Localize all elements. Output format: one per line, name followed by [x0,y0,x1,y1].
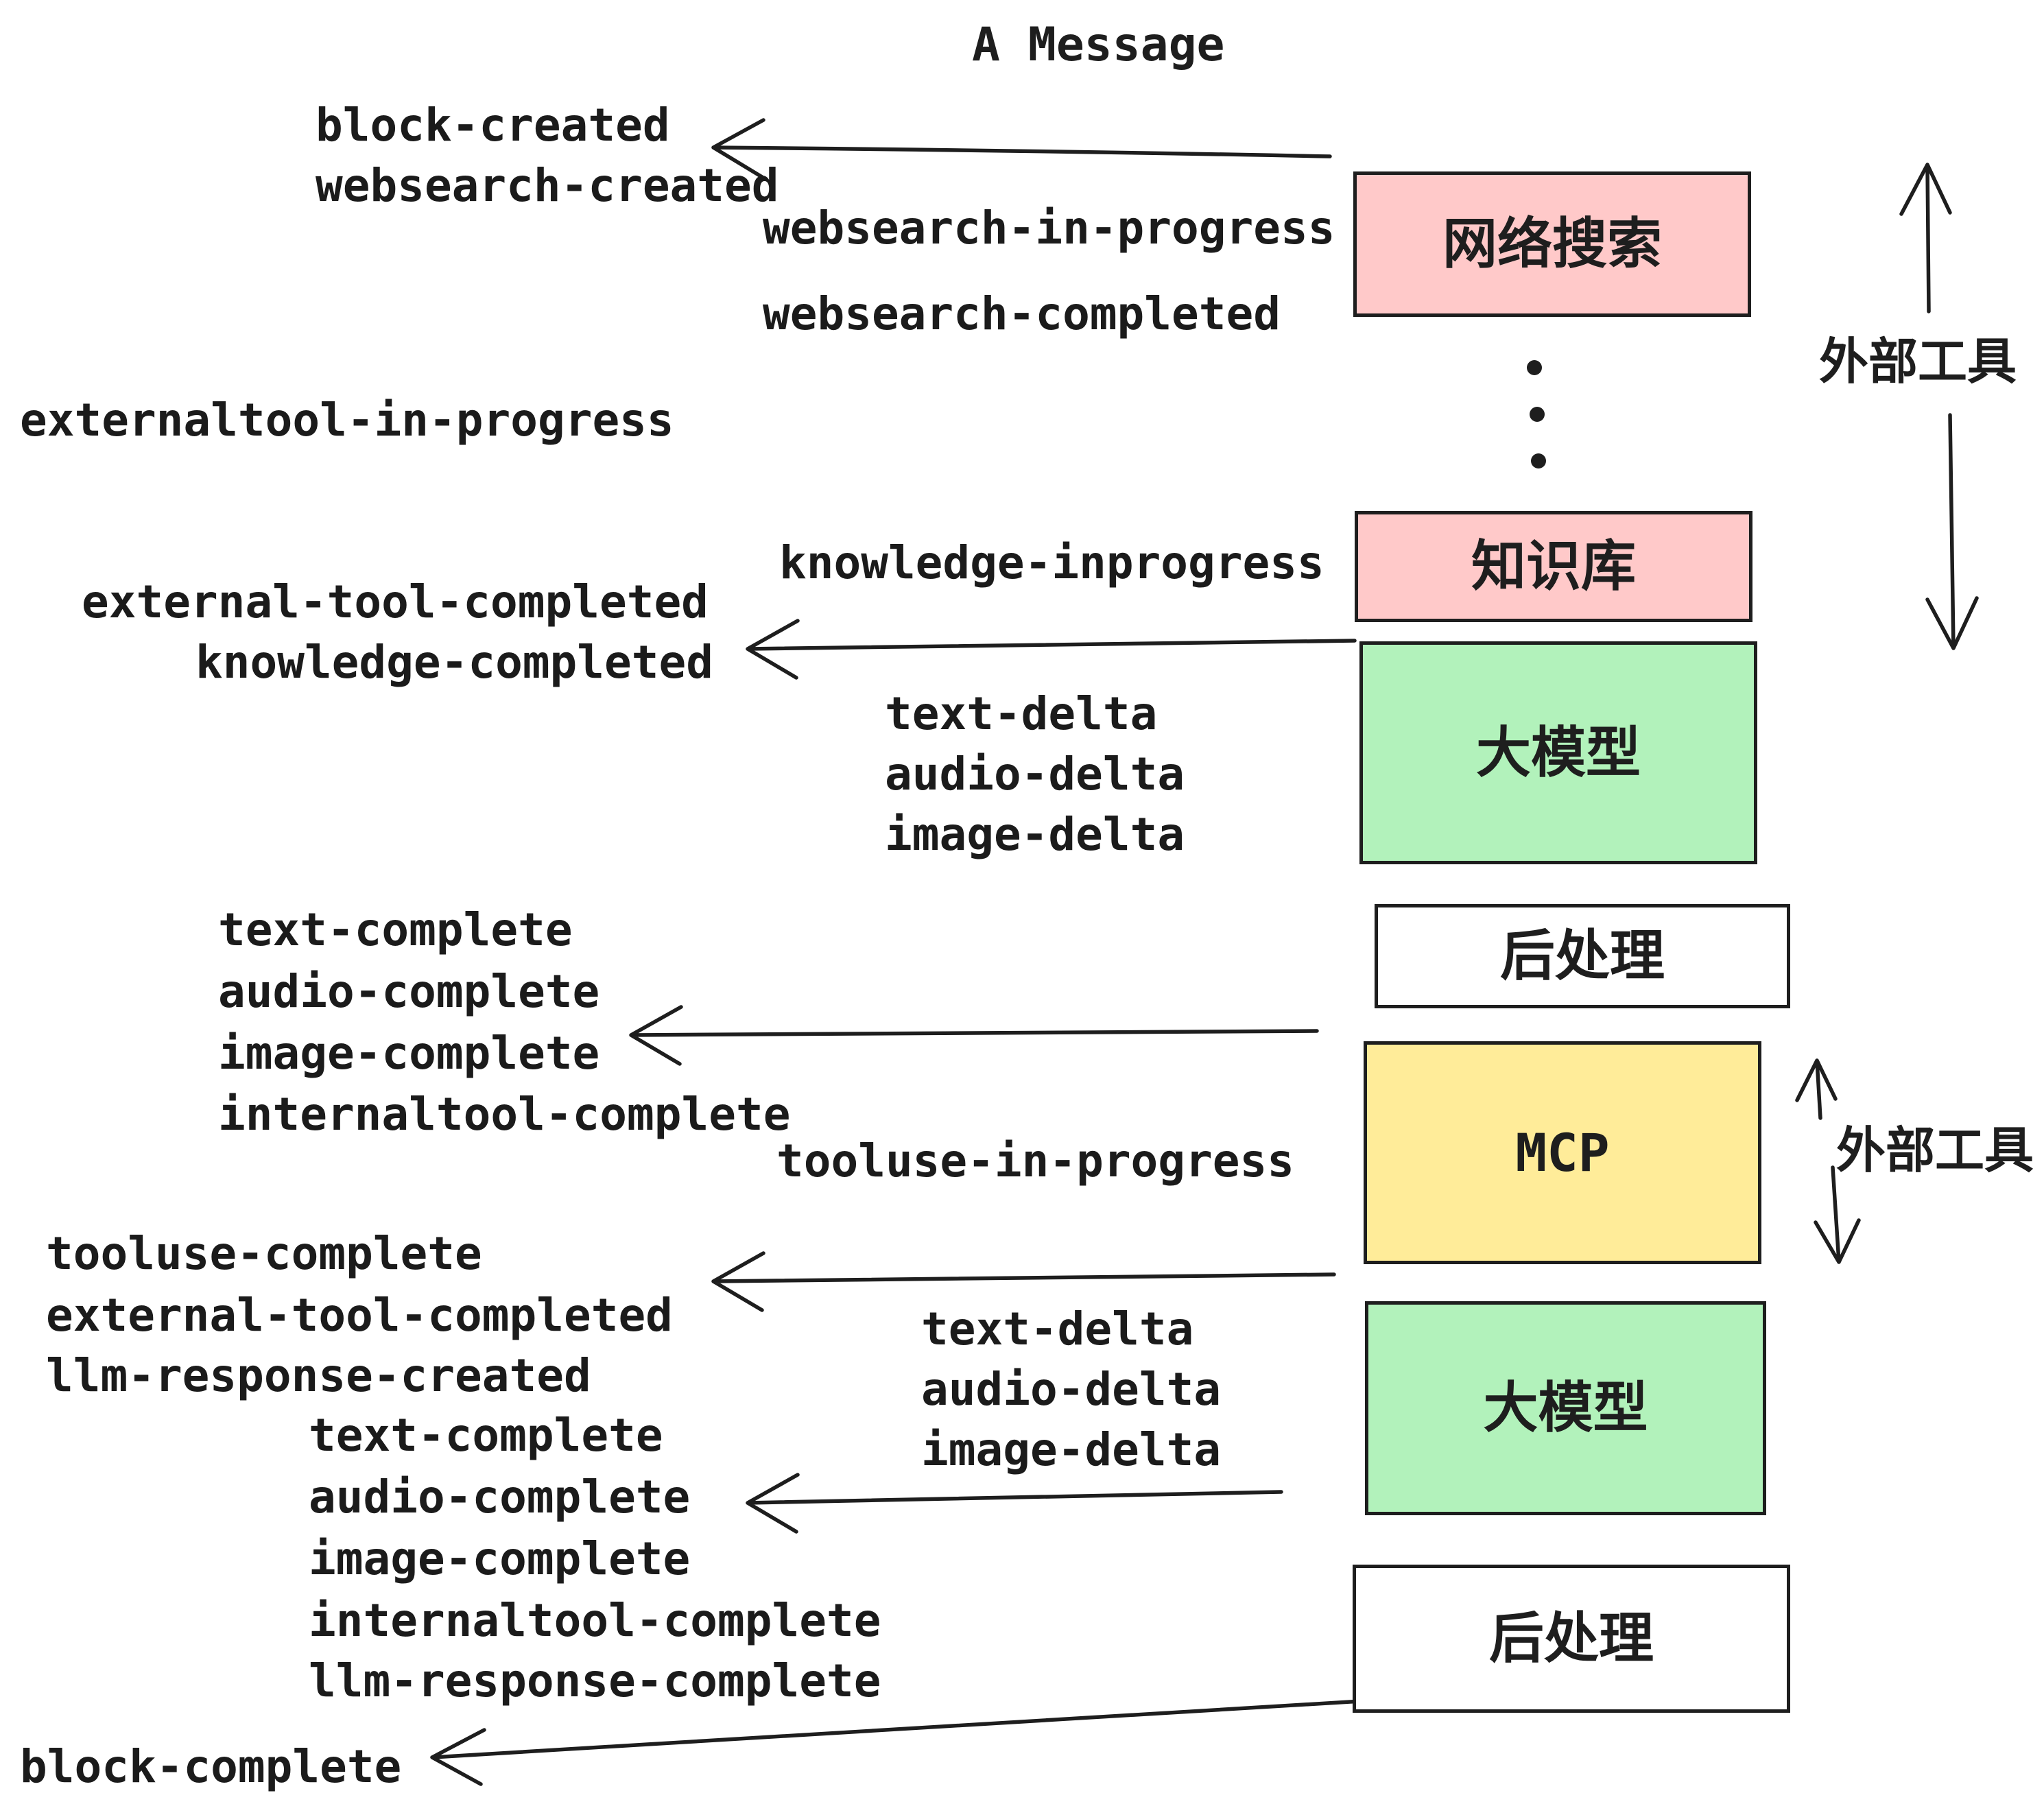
box-llm-bottom-label: 大模型 [1483,1377,1648,1438]
event-label-externaltool-in-progress: externaltool-in-progress [20,394,674,447]
event-label-audio-delta-2: audio-delta [921,1363,1222,1416]
event-label-audio-complete-2: audio-complete [309,1471,691,1523]
event-label-knowledge-completed: knowledge-completed [195,636,713,689]
box-websearch-label: 网络搜索 [1442,213,1662,274]
mcp-external-tools-down-arrow [1814,1165,1861,1264]
arrow-to-tooluse-complete [711,1251,1336,1312]
event-label-image-complete-1: image-complete [218,1027,600,1080]
event-label-tooluse-in-progress: tooluse-in-progress [776,1135,1294,1187]
arrow-to-audio-complete [746,1473,1283,1534]
event-label-llm-response-complete: llm-response-complete [309,1654,881,1707]
event-label-websearch-in-progress: websearch-in-progress [763,202,1335,254]
arrow-to-websearch-created [711,118,1332,179]
event-label-audio-delta-1: audio-delta [885,748,1185,800]
arrow-to-image-complete [629,1005,1319,1066]
event-label-audio-complete-1: audio-complete [218,965,600,1018]
box-websearch: 网络搜索 [1353,171,1751,317]
event-label-knowledge-inprogress: knowledge-inprogress [779,536,1324,589]
event-label-block-complete: block-complete [20,1740,402,1793]
event-label-external-tool-completed-1: external-tool-completed [82,575,709,628]
event-label-text-delta-1: text-delta [885,687,1158,740]
event-label-websearch-created: websearch-created [316,159,779,212]
ellipsis-dots [1527,360,1546,468]
arrow-to-block-complete [430,1699,1364,1786]
box-postprocess-bottom-label: 后处理 [1489,1608,1654,1669]
box-postprocess-top: 后处理 [1375,904,1790,1008]
event-label-image-delta-1: image-delta [885,808,1185,861]
box-mcp-label: MCP [1515,1121,1610,1183]
event-label-external-tool-completed-2: external-tool-completed [46,1289,673,1342]
event-label-internaltool-complete-1: internaltool-complete [218,1088,791,1141]
box-knowledge-label: 知识库 [1471,536,1636,597]
box-postprocess-top-label: 后处理 [1500,925,1665,986]
box-postprocess-bottom: 后处理 [1353,1565,1790,1713]
box-llm-bottom: 大模型 [1365,1301,1766,1515]
external-tools-label-top: 外部工具 [1819,335,2017,390]
event-label-image-delta-2: image-delta [921,1423,1222,1476]
external-tools-span-down-arrow [1925,413,1979,650]
event-label-text-complete-1: text-complete [218,903,573,956]
external-tools-span-up-arrow [1899,163,1952,313]
diagram-title: A Message [972,18,1225,72]
mcp-external-tools-up-arrow [1795,1058,1838,1120]
arrow-to-knowledge-completed [746,619,1357,680]
event-label-llm-response-created: llm-response-created [46,1349,591,1402]
event-label-text-delta-2: text-delta [921,1303,1194,1355]
external-tools-label-mid: 外部工具 [1836,1124,2034,1178]
box-knowledge: 知识库 [1355,511,1752,622]
box-llm-top-label: 大模型 [1476,722,1641,783]
event-label-websearch-completed: websearch-completed [763,287,1281,340]
event-label-block-created: block-created [316,99,670,152]
event-label-image-complete-2: image-complete [309,1532,691,1585]
box-mcp: MCP [1364,1041,1761,1264]
event-label-internaltool-complete-2: internaltool-complete [309,1594,881,1647]
event-label-tooluse-complete: tooluse-complete [46,1227,482,1280]
event-label-text-complete-2: text-complete [309,1409,663,1462]
box-llm-top: 大模型 [1359,641,1757,864]
